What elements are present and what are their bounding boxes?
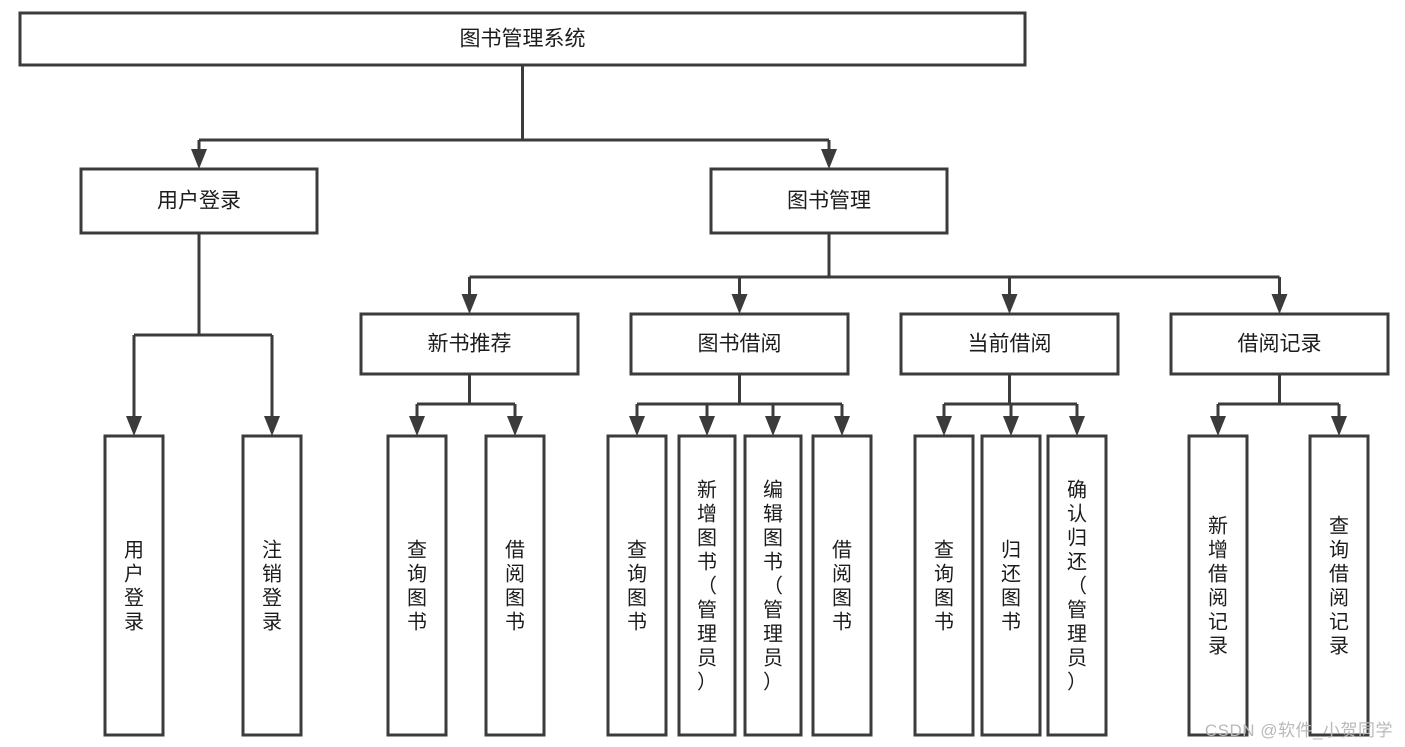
arrow-head [264,416,280,436]
node-leaf-edit-book[interactable]: 编辑图书（管理员） [743,434,803,737]
node-leaf-user-logout[interactable]: 注销登录 [241,434,303,737]
arrow-head [461,294,478,314]
node-book-manage[interactable]: 图书管理 [709,167,949,235]
node-box[interactable] [677,434,737,737]
node-leaf-confirm-return[interactable]: 确认归还（管理员） [1046,434,1108,737]
node-label: 编辑图书（管理员） [763,479,783,694]
node-label: 查询图书 [934,539,954,634]
arrow-head [1210,416,1226,436]
node-box[interactable] [1308,434,1370,737]
arrow-head [1331,416,1347,436]
node-leaf-add-book[interactable]: 新增图书（管理员） [677,434,737,737]
node-leaf-add-record[interactable]: 新增借阅记录 [1187,434,1249,737]
node-label: 用户登录 [157,190,241,213]
node-label: 新增图书（管理员） [697,479,717,694]
node-label: 借阅图书 [832,539,852,634]
edge-group-current-borrow [936,374,1085,436]
node-label: 图书借阅 [698,333,782,356]
edge-group-borrow-record [1210,374,1347,436]
node-label: 借阅记录 [1238,333,1322,356]
node-label: 注销登录 [262,539,282,634]
node-box[interactable] [811,434,873,737]
node-box[interactable] [913,434,975,737]
node-label: 新增借阅记录 [1208,515,1228,658]
node-box[interactable] [359,312,580,376]
arrow-head [1069,416,1085,436]
arrow-head [1271,294,1288,314]
node-user-login[interactable]: 用户登录 [79,167,319,235]
node-box[interactable] [241,434,303,737]
node-leaf-query-record[interactable]: 查询借阅记录 [1308,434,1370,737]
node-label: 当前借阅 [968,333,1052,356]
node-borrow-record[interactable]: 借阅记录 [1169,312,1390,376]
edge-group-root [191,65,837,169]
arrow-head [731,294,748,314]
node-label: 查询图书 [627,539,647,634]
node-box[interactable] [103,434,165,737]
node-box[interactable] [606,434,668,737]
node-box[interactable] [709,167,949,235]
node-box[interactable] [629,312,850,376]
watermark: CSDN @软件_小贺同学 [1204,721,1393,740]
node-box[interactable] [386,434,448,737]
edge-group-user-login [126,233,280,436]
arrow-head [1003,416,1019,436]
node-label: 归还图书 [1001,539,1021,634]
arrow-head [126,416,142,436]
node-box[interactable] [1046,434,1108,737]
node-leaf-query-book-3[interactable]: 查询图书 [913,434,975,737]
arrow-head [629,416,645,436]
arrow-head [936,416,952,436]
edge-group-book-manage [461,233,1288,314]
node-leaf-query-book-1[interactable]: 查询图书 [386,434,448,737]
node-label: 查询借阅记录 [1329,515,1349,658]
arrow-head [821,149,837,169]
node-box[interactable] [899,312,1120,376]
edge-group-new-book-rec [409,374,523,436]
node-leaf-borrow-book-1[interactable]: 借阅图书 [484,434,546,737]
arrow-head [507,416,523,436]
arrow-head [409,416,425,436]
node-leaf-borrow-book-2[interactable]: 借阅图书 [811,434,873,737]
arrow-head [699,416,715,436]
edges-layer [126,65,1347,436]
node-box[interactable] [18,11,1027,67]
node-label: 借阅图书 [505,539,525,634]
node-current-borrow[interactable]: 当前借阅 [899,312,1120,376]
node-book-borrow[interactable]: 图书借阅 [629,312,850,376]
node-label: 查询图书 [407,539,427,634]
node-label: 新书推荐 [428,333,512,356]
node-box[interactable] [1187,434,1249,737]
node-box[interactable] [484,434,546,737]
edge-group-book-borrow [629,374,850,436]
node-box[interactable] [1169,312,1390,376]
node-label: 图书管理 [787,190,871,213]
nodes-layer: 图书管理系统用户登录图书管理新书推荐图书借阅当前借阅借阅记录用户登录注销登录查询… [18,11,1390,737]
arrow-head [191,149,207,169]
arrow-head [1001,294,1018,314]
node-box[interactable] [743,434,803,737]
node-leaf-return-book[interactable]: 归还图书 [980,434,1042,737]
node-label: 图书管理系统 [460,28,586,51]
node-label: 确认归还（管理员） [1067,479,1087,694]
node-label: 用户登录 [124,540,144,634]
arrow-head [834,416,850,436]
arrow-head [765,416,781,436]
node-leaf-user-login[interactable]: 用户登录 [103,434,165,737]
node-root[interactable]: 图书管理系统 [18,11,1027,67]
node-box[interactable] [980,434,1042,737]
node-new-book-rec[interactable]: 新书推荐 [359,312,580,376]
node-leaf-query-book-2[interactable]: 查询图书 [606,434,668,737]
node-box[interactable] [79,167,319,235]
